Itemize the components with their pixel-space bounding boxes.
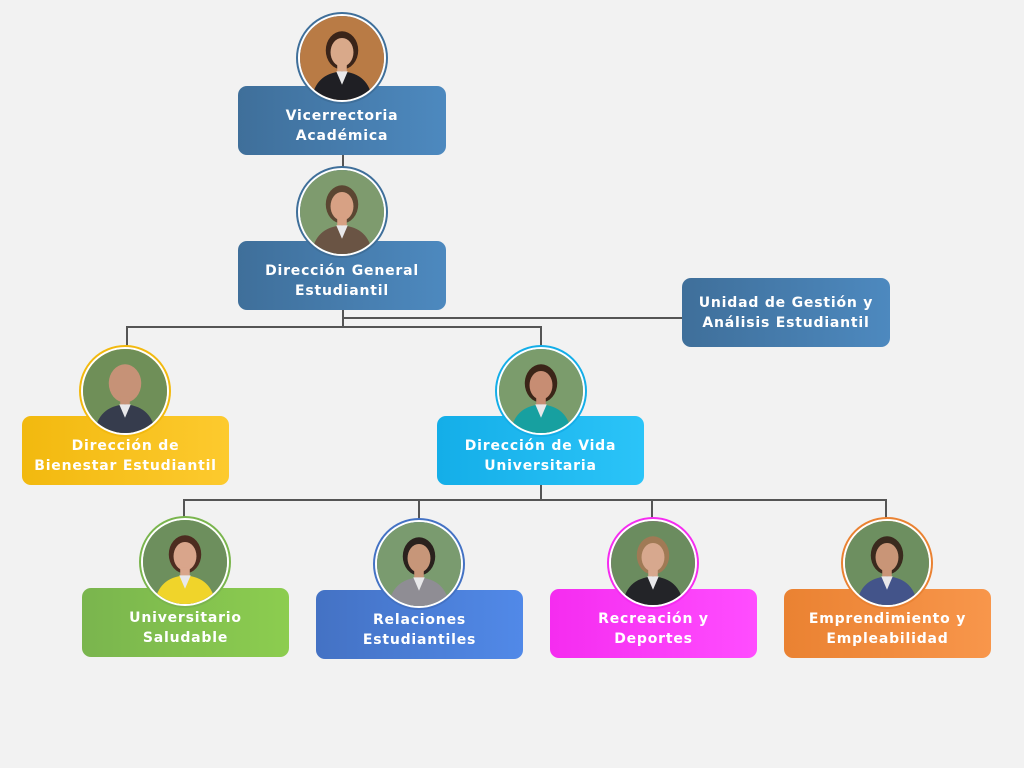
person-silhouette-icon: [377, 522, 461, 606]
node-label-line: Dirección de: [71, 438, 180, 454]
node-label-line: Universitario: [129, 610, 242, 626]
avatar-universitario-saludable: [139, 516, 231, 608]
node-label-line: Vicerrectoria: [285, 108, 399, 124]
person-photo: [843, 519, 931, 607]
avatar-emprendimiento-empleabilidad: [841, 517, 933, 609]
node-label-line: Estudiantiles: [362, 632, 477, 648]
node-label-line: Unidad de Gestión y: [698, 294, 874, 311]
person-silhouette-icon: [143, 520, 227, 604]
person-photo: [141, 518, 229, 606]
person-photo: [497, 347, 585, 435]
node-relaciones-estudiantiles: Relaciones Estudiantiles: [316, 590, 523, 659]
person-silhouette-icon: [300, 16, 384, 100]
node-label-line: Bienestar Estudiantil: [34, 458, 217, 474]
connector-vicerrectoria-dge: [342, 154, 344, 168]
node-label-line: Universitaria: [484, 458, 597, 474]
connector-drop-saludable: [183, 499, 185, 518]
avatar-bienestar: [79, 345, 171, 437]
node-label-line: Deportes: [614, 631, 693, 647]
person-silhouette-icon: [845, 521, 929, 605]
person-photo: [375, 520, 463, 608]
node-direccion-bienestar: Dirección de Bienestar Estudiantil: [22, 416, 229, 485]
avatar-recreacion-deportes: [607, 517, 699, 609]
node-label-line: Académica: [295, 128, 389, 144]
person-photo: [609, 519, 697, 607]
avatar-direccion-general: [296, 166, 388, 258]
node-label-line: Estudiantil: [295, 283, 389, 299]
person-photo: [81, 347, 169, 435]
node-universitario-saludable: Universitario Saludable: [82, 588, 289, 657]
node-label-line: Dirección General: [265, 263, 419, 279]
node-unidad-gestion-analisis: Unidad de Gestión y Análisis Estudiantil: [682, 278, 890, 347]
connector-drop-bienestar: [126, 326, 128, 346]
connector-level2-horizontal: [126, 326, 542, 328]
node-label-line: Recreación y: [598, 611, 709, 627]
avatar-vicerrectoria: [296, 12, 388, 104]
node-label-line: Análisis Estudiantil: [702, 314, 870, 331]
node-label-line: Dirección de Vida: [464, 438, 617, 454]
person-silhouette-icon: [300, 170, 384, 254]
connector-drop-recreacion: [651, 499, 653, 518]
node-label-line: Relaciones: [372, 612, 467, 628]
person-photo: [298, 168, 386, 256]
connector-level3-horizontal: [183, 499, 887, 501]
connector-dge-unidad: [342, 317, 683, 319]
node-label-line: Saludable: [142, 630, 229, 646]
avatar-vida-universitaria: [495, 345, 587, 437]
connector-drop-vida: [540, 326, 542, 346]
node-label-line: Empleabilidad: [826, 631, 949, 647]
person-silhouette-icon: [611, 521, 695, 605]
person-silhouette-icon: [499, 349, 583, 433]
node-recreacion-deportes: Recreación y Deportes: [550, 589, 757, 658]
person-photo: [298, 14, 386, 102]
connector-vida-down: [540, 484, 542, 501]
person-silhouette-icon: [83, 349, 167, 433]
connector-drop-emprendimiento: [885, 499, 887, 518]
connector-drop-relaciones: [418, 499, 420, 519]
avatar-relaciones-estudiantiles: [373, 518, 465, 610]
node-label-line: Emprendimiento y: [808, 611, 967, 627]
